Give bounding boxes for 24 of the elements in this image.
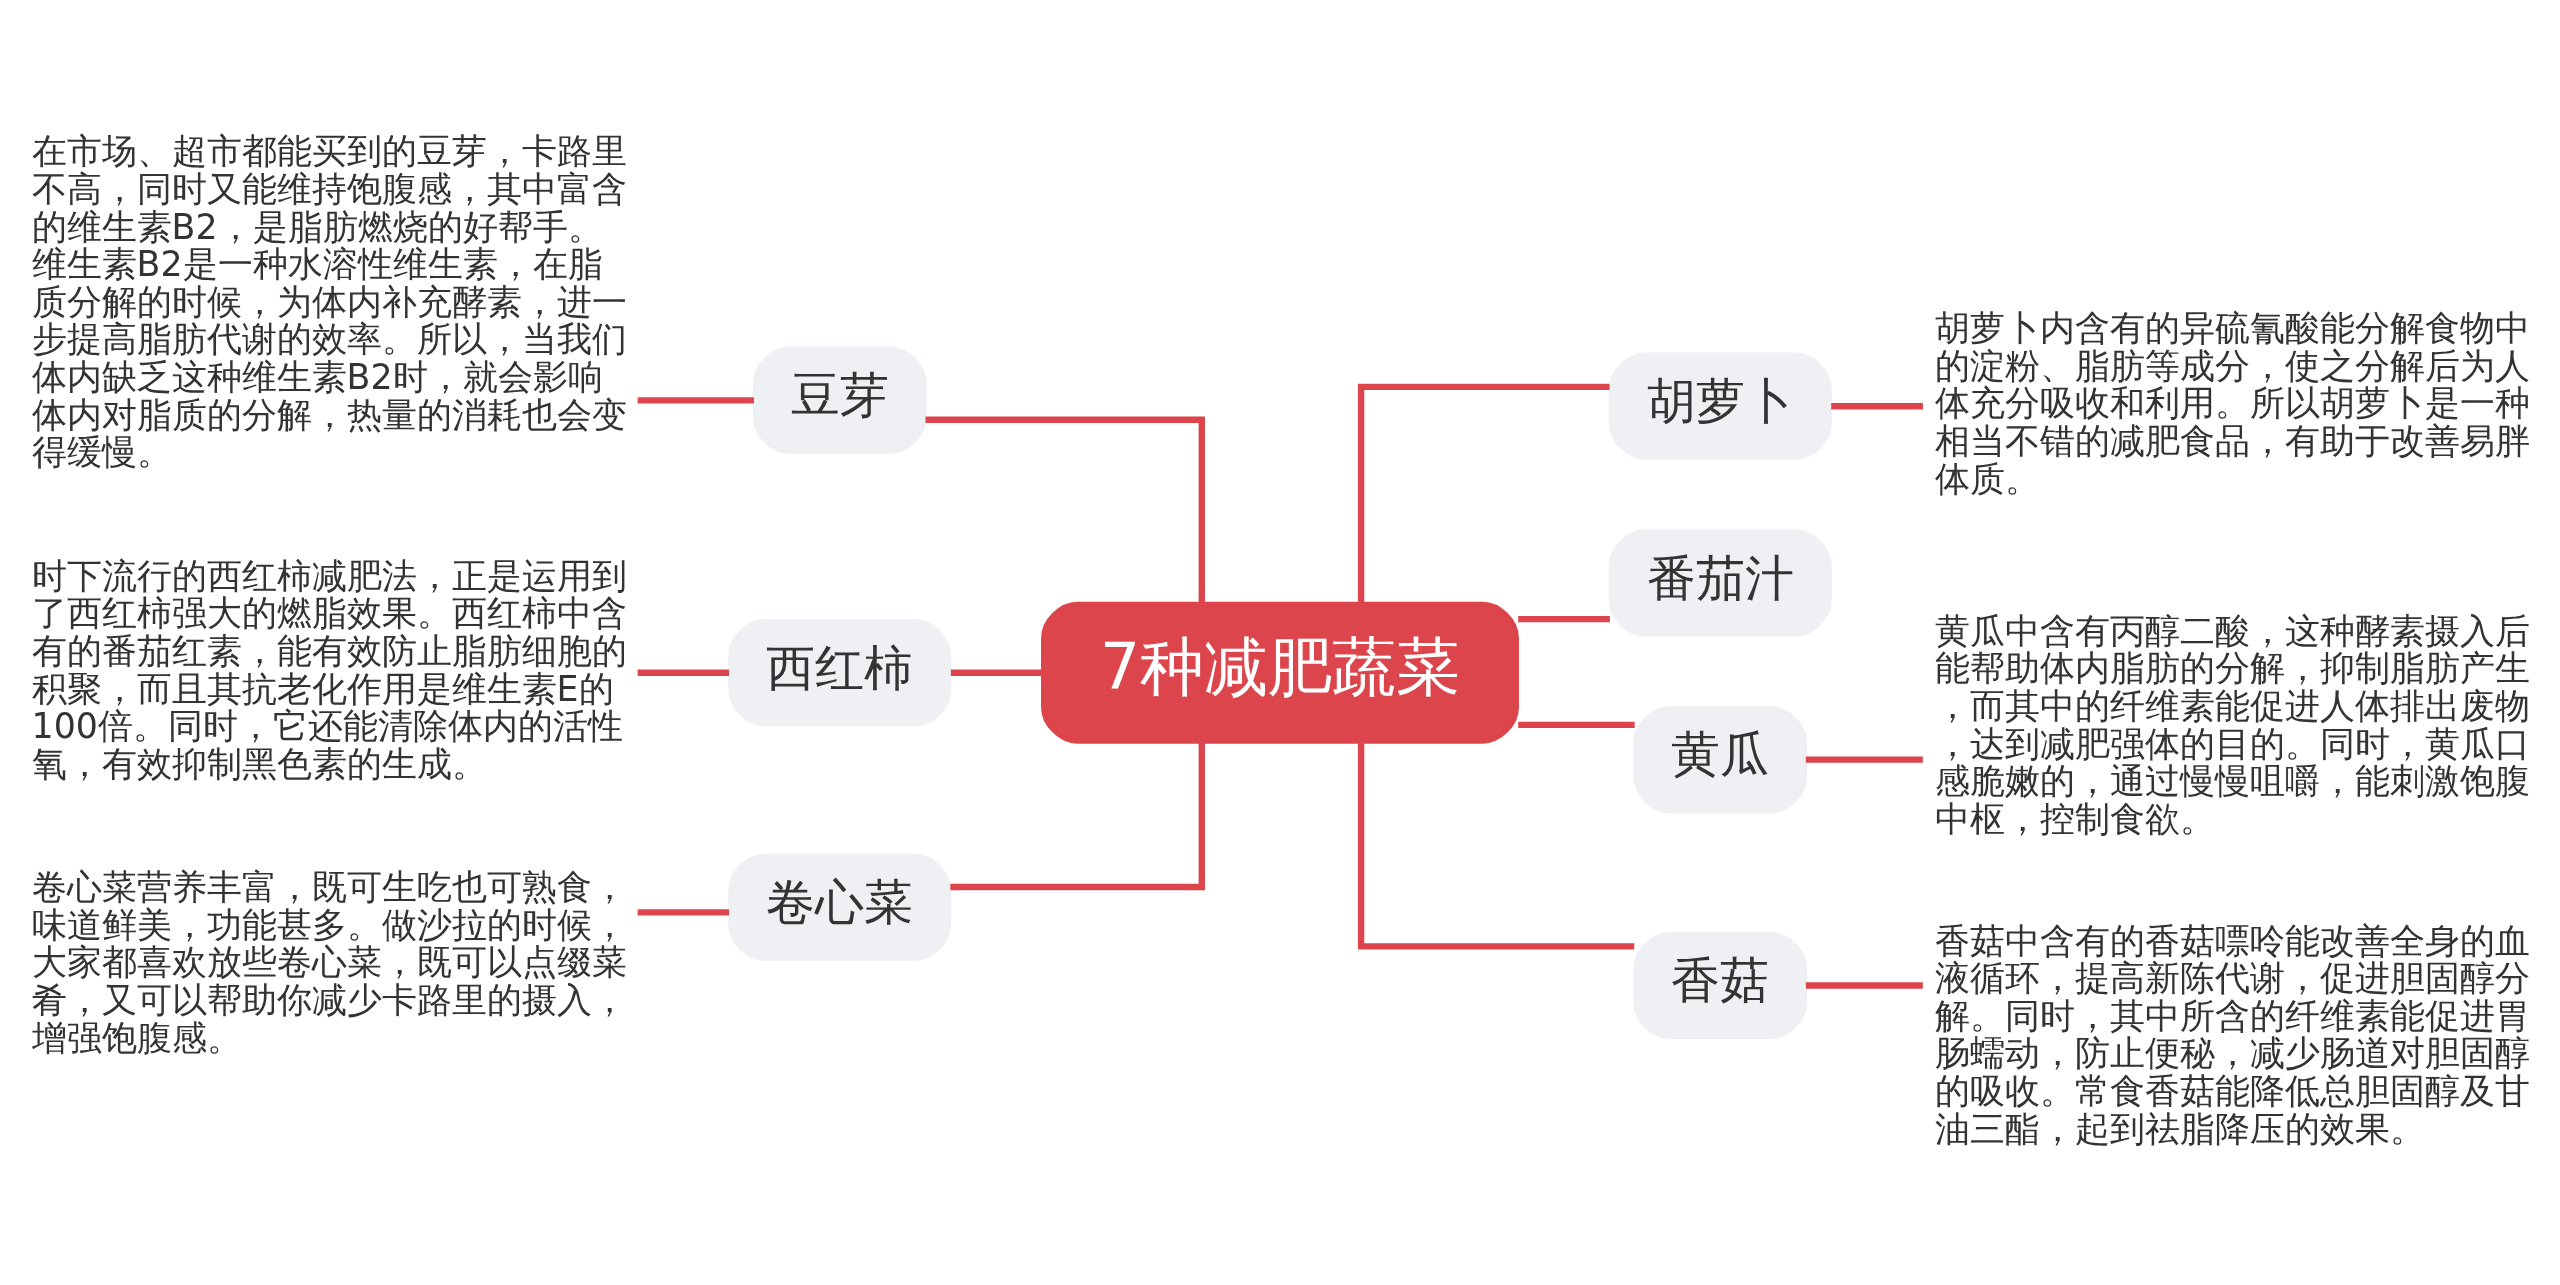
node-text: 时下流行的西红柿减肥法，正是运用到了西红柿强大的燃脂效果。西红柿中含有的番茄红素，能有效防止脂肪细胞的积聚，而且其抗老化作用是维生素E的100倍。同时，它还能清除体内的活性氧，有效抑制黑色素的生成。 (31, 555, 627, 784)
node-box: 7种减肥蔬菜 (1041, 601, 1519, 744)
connector (1518, 721, 1635, 728)
node-box: 豆芽 (752, 346, 927, 454)
connector (637, 908, 729, 916)
node-box: 胡萝卜 (1608, 352, 1832, 460)
node-text: 黄瓜中含有丙醇二酸，这种酵素摄入后能帮助体内脂肪的分解，抑制脂肪产生，而其中的纤维素能促进人体排出废物，达到减肥强体的目的。同时，黄瓜口感脆嫩的，通过慢慢咀嚼，能刺激饱腹中枢，控制食欲。 (1934, 610, 2530, 839)
connector (925, 416, 1205, 602)
node-box: 黄瓜 (1633, 705, 1808, 813)
node-text: 在市场、超市都能买到的豆芽，卡路里不高，同时又能维持饱腹感，其中富含的维生素B2，是脂肪燃烧的好帮手。维生素B2是一种水溶性维生素，在脂质分解的时候，为体内补充酵素，进一步提高脂肪代谢的效率。所以，当我们体内缺乏这种维生素B2时，就会影响体内对脂质的分解，热量的消耗也会变得缓慢。 (31, 130, 627, 472)
node-text: 香菇中含有的香菇嘌呤能改善全身的血液循环，提高新陈代谢，促进胆固醇分解。同时，其中所含的纤维素能促进胃肠蠕动，防止便秘，减少肠道对胆固醇的吸收。常食香菇能降低总胆固醇及甘油三酯，起到祛脂降压的效果。 (1934, 920, 2530, 1149)
connector (637, 396, 754, 404)
node-text: 卷心菜营养丰富，既可生吃也可熟食，味道鲜美，功能甚多。做沙拉的时候，大家都喜欢放些卷心菜，既可以点缀菜肴，又可以帮助你减少卡路里的摄入，增强饱腹感。 (31, 866, 627, 1058)
connector (1357, 383, 1610, 603)
node-box: 卷心菜 (728, 853, 952, 961)
node-text: 胡萝卜内含有的异硫氰酸能分解食物中的淀粉、脂肪等成分，使之分解后为人体充分吸收和利用。所以胡萝卜是一种相当不错的减肥食品，有助于改善易胖体质。 (1934, 307, 2530, 498)
connector (950, 669, 1042, 676)
node-box: 番茄汁 (1608, 528, 1832, 636)
node-box: 西红柿 (728, 618, 952, 726)
connector (1518, 615, 1610, 622)
connector (637, 669, 729, 676)
node-box: 香菇 (1633, 931, 1808, 1039)
connector (950, 742, 1205, 890)
connector (1357, 742, 1635, 950)
